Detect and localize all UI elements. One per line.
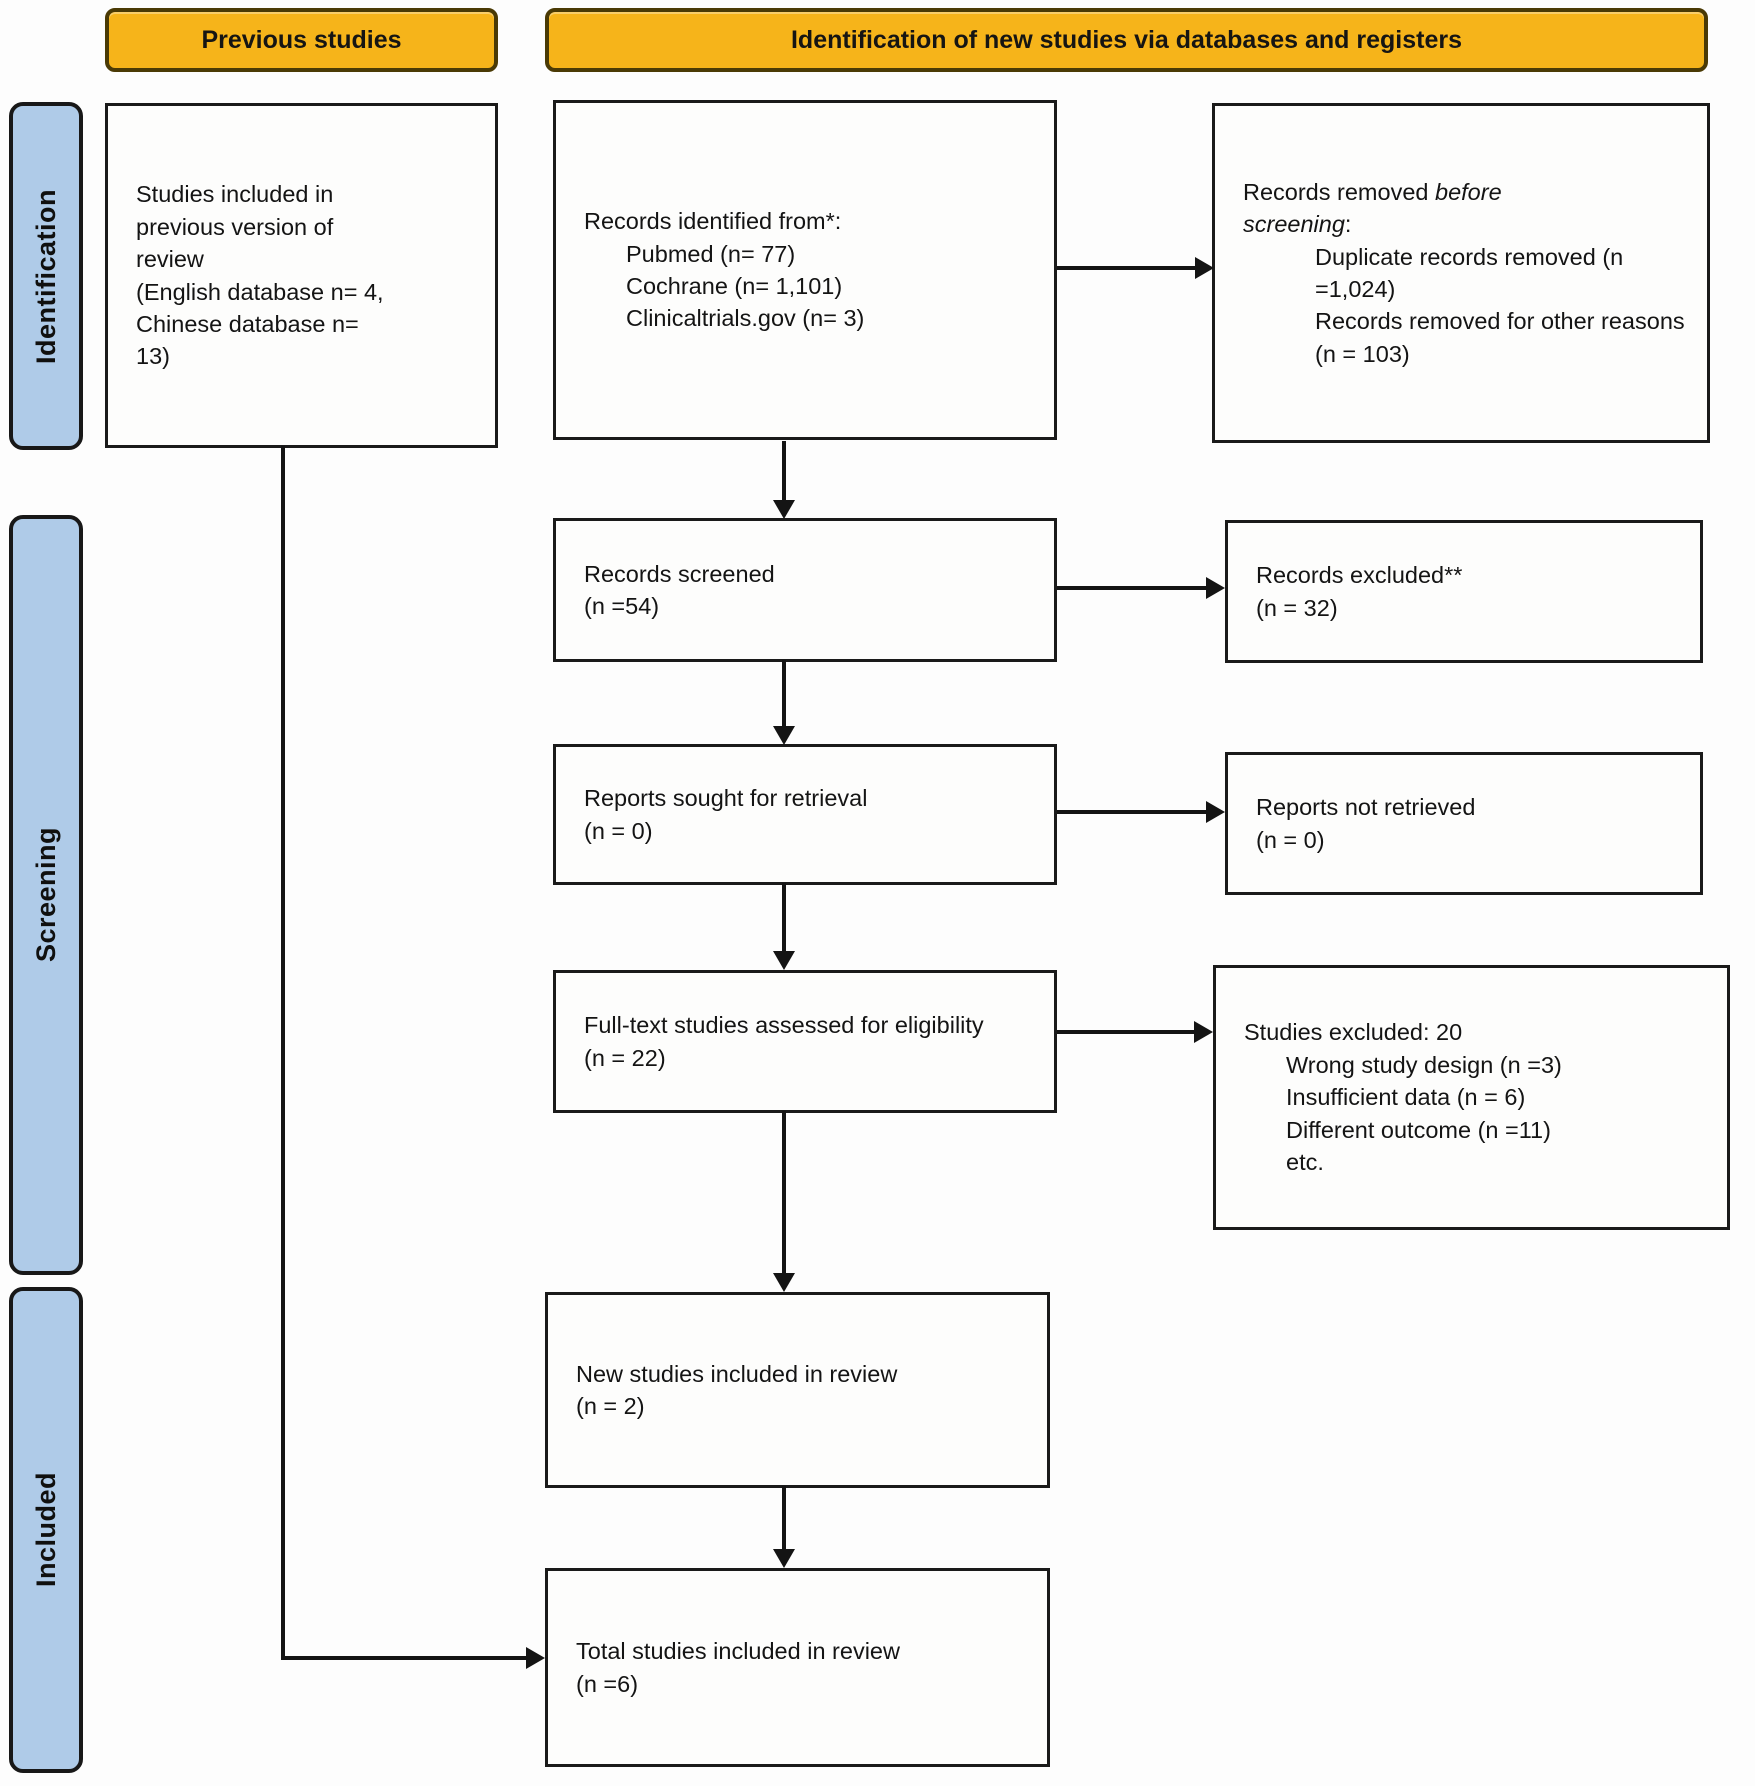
connector-sought-to-not-retrieved xyxy=(1057,810,1207,814)
studies-excluded-box: Studies excluded: 20 Wrong study design … xyxy=(1213,965,1730,1230)
records-screened-count: (n =54) xyxy=(584,593,660,619)
reports-sought-label: Reports sought for retrieval xyxy=(584,785,868,812)
header-identification-new-studies-label: Identification of new studies via databa… xyxy=(790,25,1463,54)
arrowhead-sought-to-fulltext xyxy=(773,951,795,970)
connector-screened-to-sought xyxy=(782,660,786,728)
records-removed-title: Records removed before screening: xyxy=(1243,176,1563,241)
records-removed-item-duplicates: Duplicate records removed (n =1,024) xyxy=(1315,243,1624,302)
fulltext-assessed-box: Full-text studies assessed for eligibili… xyxy=(553,970,1057,1113)
fulltext-assessed-count: (n = 22) xyxy=(584,1044,666,1071)
records-excluded-label: Records excluded** xyxy=(1256,562,1463,589)
records-removed-title-suffix: : xyxy=(1344,211,1352,238)
previous-studies-text: Studies included in previous version of … xyxy=(136,181,334,273)
records-screened-box: Records screened (n =54) xyxy=(553,518,1057,662)
arrowhead-sought-to-not-retrieved xyxy=(1206,801,1225,823)
arrowhead-fulltext-to-new-studies xyxy=(773,1273,795,1292)
header-previous-studies: Previous studies xyxy=(105,8,498,72)
records-removed-title-emphasis: before screening xyxy=(1243,178,1502,238)
records-removed-title-prefix: Records removed xyxy=(1243,178,1435,205)
connector-fulltext-to-new-studies xyxy=(782,1111,786,1275)
records-identified-item-cochrane: Cochrane (n= 1,101) xyxy=(626,273,843,299)
connector-new-studies-to-total xyxy=(782,1486,786,1551)
reports-sought-box: Reports sought for retrieval (n = 0) xyxy=(553,744,1057,885)
new-studies-box: New studies included in review (n = 2) xyxy=(545,1292,1050,1488)
arrowhead-new-studies-to-total xyxy=(773,1549,795,1568)
total-studies-count: (n =6) xyxy=(576,1670,639,1697)
connector-screened-to-excluded xyxy=(1057,586,1207,590)
stage-identification-label: Identification xyxy=(30,188,61,364)
records-excluded-count: (n = 32) xyxy=(1256,594,1338,621)
connector-previous-to-total-horizontal xyxy=(281,1656,527,1660)
records-removed-item-other-reasons: Records removed for other reasons (n = 1… xyxy=(1315,308,1685,367)
connector-identified-to-removed xyxy=(1057,266,1197,270)
records-identified-box: Records identified from*: Pubmed (n= 77)… xyxy=(553,100,1057,440)
studies-excluded-item-etc: etc. xyxy=(1286,1149,1324,1176)
arrowhead-screened-to-excluded xyxy=(1206,577,1225,599)
reports-not-retrieved-count: (n = 0) xyxy=(1256,826,1325,853)
records-screened-label: Records screened xyxy=(584,560,775,587)
connector-identified-to-screened xyxy=(782,441,786,502)
header-identification-new-studies: Identification of new studies via databa… xyxy=(545,8,1708,72)
stage-identification: Identification xyxy=(9,102,83,450)
records-excluded-box: Records excluded** (n = 32) xyxy=(1225,520,1703,663)
studies-excluded-item-wrong-design: Wrong study design (n =3) xyxy=(1286,1051,1562,1078)
connector-fulltext-to-excluded xyxy=(1057,1030,1195,1034)
fulltext-assessed-label: Full-text studies assessed for eligibili… xyxy=(584,1012,984,1039)
reports-not-retrieved-box: Reports not retrieved (n = 0) xyxy=(1225,752,1703,895)
studies-excluded-item-different-outcome: Different outcome (n =11) xyxy=(1286,1116,1551,1143)
new-studies-count: (n = 2) xyxy=(576,1393,645,1419)
new-studies-label: New studies included in review xyxy=(576,1360,898,1387)
reports-sought-count: (n = 0) xyxy=(584,817,653,844)
stage-included-label: Included xyxy=(30,1472,61,1588)
arrowhead-fulltext-to-excluded xyxy=(1194,1021,1213,1043)
arrowhead-previous-to-total xyxy=(526,1647,545,1669)
stage-included: Included xyxy=(9,1287,83,1773)
stage-screening: Screening xyxy=(9,515,83,1275)
stage-screening-label: Screening xyxy=(30,827,61,963)
records-removed-box: Records removed before screening: Duplic… xyxy=(1212,103,1710,443)
records-identified-title: Records identified from*: xyxy=(584,208,842,235)
arrowhead-screened-to-sought xyxy=(773,726,795,745)
studies-excluded-item-insufficient-data: Insufficient data (n = 6) xyxy=(1286,1084,1526,1111)
records-identified-item-pubmed: Pubmed (n= 77) xyxy=(626,240,796,267)
arrowhead-identified-to-screened xyxy=(773,500,795,519)
total-studies-label: Total studies included in review xyxy=(576,1638,900,1665)
total-studies-box: Total studies included in review (n =6) xyxy=(545,1568,1050,1767)
connector-previous-to-total-vertical xyxy=(281,446,285,1660)
header-previous-studies-label: Previous studies xyxy=(201,25,402,54)
previous-studies-counts: (English database n= 4, Chinese database… xyxy=(136,278,384,370)
previous-studies-box: Studies included in previous version of … xyxy=(105,103,498,448)
studies-excluded-title: Studies excluded: 20 xyxy=(1244,1019,1463,1046)
records-identified-item-clinicaltrials: Clinicaltrials.gov (n= 3) xyxy=(626,305,865,332)
reports-not-retrieved-label: Reports not retrieved xyxy=(1256,794,1476,821)
arrowhead-identified-to-removed xyxy=(1195,257,1214,279)
connector-sought-to-fulltext xyxy=(782,883,786,953)
